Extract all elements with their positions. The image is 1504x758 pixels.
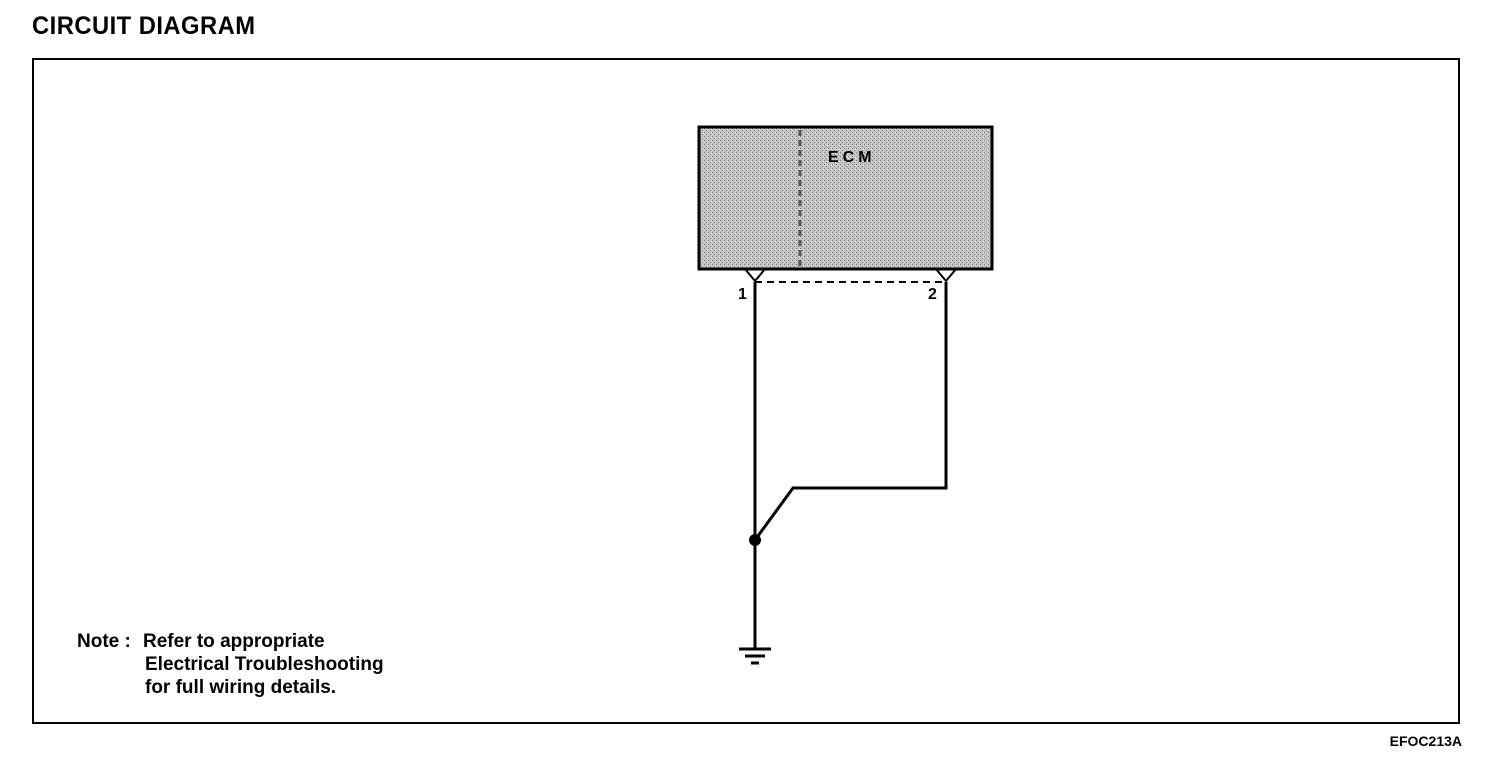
diagram-frame xyxy=(32,58,1460,724)
note-line-3: for full wiring details. xyxy=(145,677,337,698)
ecm-box xyxy=(697,125,994,271)
note-line-1: Refer to appropriate xyxy=(143,631,325,652)
ecm-label: ECM xyxy=(828,149,876,166)
wiring xyxy=(749,282,948,648)
note-label: Note : xyxy=(77,631,131,652)
note-block: Note : Refer to appropriate Electrical Tr… xyxy=(77,630,384,699)
note-line-2: Electrical Troubleshooting xyxy=(145,654,384,675)
pin-label-1: 1 xyxy=(738,286,747,303)
ground-icon xyxy=(739,647,771,665)
pin-label-2: 2 xyxy=(928,286,937,303)
connector-terminals xyxy=(744,268,957,283)
page-title: CIRCUIT DIAGRAM xyxy=(32,12,256,40)
ecm-component: ECM xyxy=(697,125,994,271)
terminal-1-icon xyxy=(744,268,766,283)
terminal-2-icon xyxy=(935,268,957,283)
figure-code: EFOC213A xyxy=(1389,733,1462,749)
wire-pin-2 xyxy=(753,282,948,541)
